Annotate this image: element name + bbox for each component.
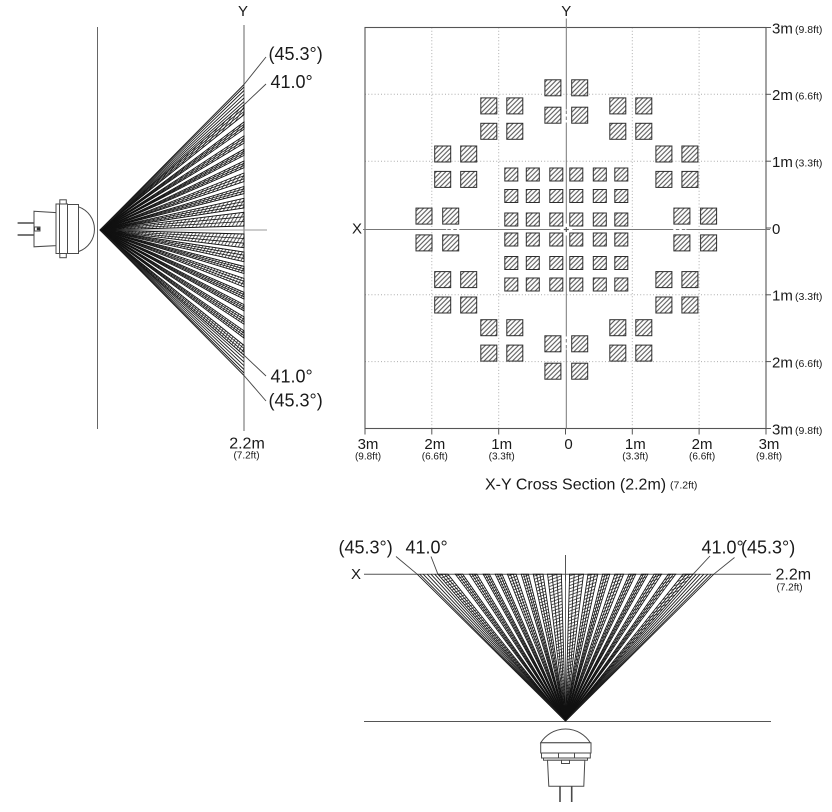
svg-text:1m: 1m: [625, 436, 646, 453]
svg-text:41.0°: 41.0°: [271, 367, 313, 387]
svg-text:(3.3ft): (3.3ft): [489, 452, 515, 463]
svg-text:(7.2ft): (7.2ft): [670, 480, 697, 492]
svg-text:3m: 3m: [759, 436, 780, 453]
svg-text:3m: 3m: [772, 20, 793, 37]
svg-text:(9.8ft): (9.8ft): [355, 452, 381, 463]
svg-text:2.2m: 2.2m: [229, 436, 265, 453]
svg-text:(9.8ft): (9.8ft): [795, 425, 822, 437]
svg-text:1m: 1m: [772, 288, 793, 305]
svg-text:3m: 3m: [772, 421, 793, 438]
svg-text:(45.3°): (45.3°): [339, 538, 393, 558]
svg-text:3m: 3m: [358, 436, 379, 453]
svg-text:(3.3ft): (3.3ft): [795, 158, 822, 170]
svg-text:(7.2ft): (7.2ft): [233, 451, 259, 462]
svg-text:2m: 2m: [772, 87, 793, 104]
svg-text:(9.8ft): (9.8ft): [756, 452, 782, 463]
svg-text:(6.6ft): (6.6ft): [422, 452, 448, 463]
svg-text:(45.3°): (45.3°): [269, 391, 323, 411]
svg-text:X-Y Cross Section (2.2m): X-Y Cross Section (2.2m): [485, 477, 666, 494]
svg-text:1m: 1m: [772, 154, 793, 171]
svg-text:X: X: [352, 221, 362, 238]
svg-text:2.2m: 2.2m: [776, 567, 812, 584]
svg-text:(7.2ft): (7.2ft): [777, 583, 803, 594]
svg-text:0: 0: [564, 436, 572, 453]
svg-text:(3.3ft): (3.3ft): [622, 452, 648, 463]
svg-text:(6.6ft): (6.6ft): [795, 358, 822, 370]
svg-text:0: 0: [772, 221, 780, 238]
svg-text:(6.6ft): (6.6ft): [689, 452, 715, 463]
svg-text:2m: 2m: [772, 354, 793, 371]
svg-text:2m: 2m: [424, 436, 445, 453]
svg-text:41.0°: 41.0°: [702, 538, 744, 558]
svg-text:2m: 2m: [692, 436, 713, 453]
svg-text:Y: Y: [238, 3, 248, 20]
svg-text:1m: 1m: [491, 436, 512, 453]
svg-text:(3.3ft): (3.3ft): [795, 291, 822, 303]
svg-text:(45.3°): (45.3°): [741, 538, 795, 558]
svg-text:(6.6ft): (6.6ft): [795, 91, 822, 103]
svg-text:(9.8ft): (9.8ft): [795, 24, 822, 36]
svg-text:41.0°: 41.0°: [271, 72, 313, 92]
svg-text:Y: Y: [561, 3, 571, 20]
svg-text:(45.3°): (45.3°): [269, 44, 323, 64]
svg-text:41.0°: 41.0°: [406, 538, 448, 558]
svg-text:X: X: [351, 566, 361, 583]
